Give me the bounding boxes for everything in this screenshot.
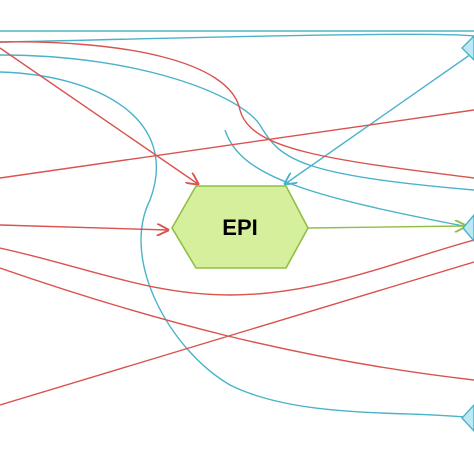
- red-edge-left-lower-curve: [0, 239, 474, 296]
- red-edge-bottom-up: [0, 261, 474, 406]
- blue-edge-left-loop: [0, 54, 474, 191]
- blue-edge-to-epi-top: [285, 51, 474, 184]
- epi-node-shape[interactable]: [171, 185, 309, 269]
- epi-node[interactable]: EPI: [171, 185, 309, 269]
- red-edge-top-arc: [0, 41, 474, 179]
- side-node-bottom-right[interactable]: [461, 403, 474, 433]
- red-edge-to-epi-left: [0, 225, 168, 230]
- red-edge-to-epi-top: [0, 47, 198, 184]
- side-nodes: [461, 35, 474, 433]
- blue-edge-top-to-right: [0, 33, 474, 43]
- side-node-mid-right[interactable]: [462, 213, 474, 243]
- red-edge-left-to-right-up: [0, 109, 474, 179]
- blue-edge-right-curve: [224, 129, 474, 229]
- epi-node-label: EPI: [222, 215, 257, 240]
- side-node-top-right[interactable]: [461, 35, 474, 61]
- green-edge-epi-to-right: [307, 226, 466, 228]
- red-edges: [0, 41, 474, 406]
- blue-edge-left-sweep: [0, 71, 474, 419]
- red-edge-left-to-right-down: [0, 267, 474, 381]
